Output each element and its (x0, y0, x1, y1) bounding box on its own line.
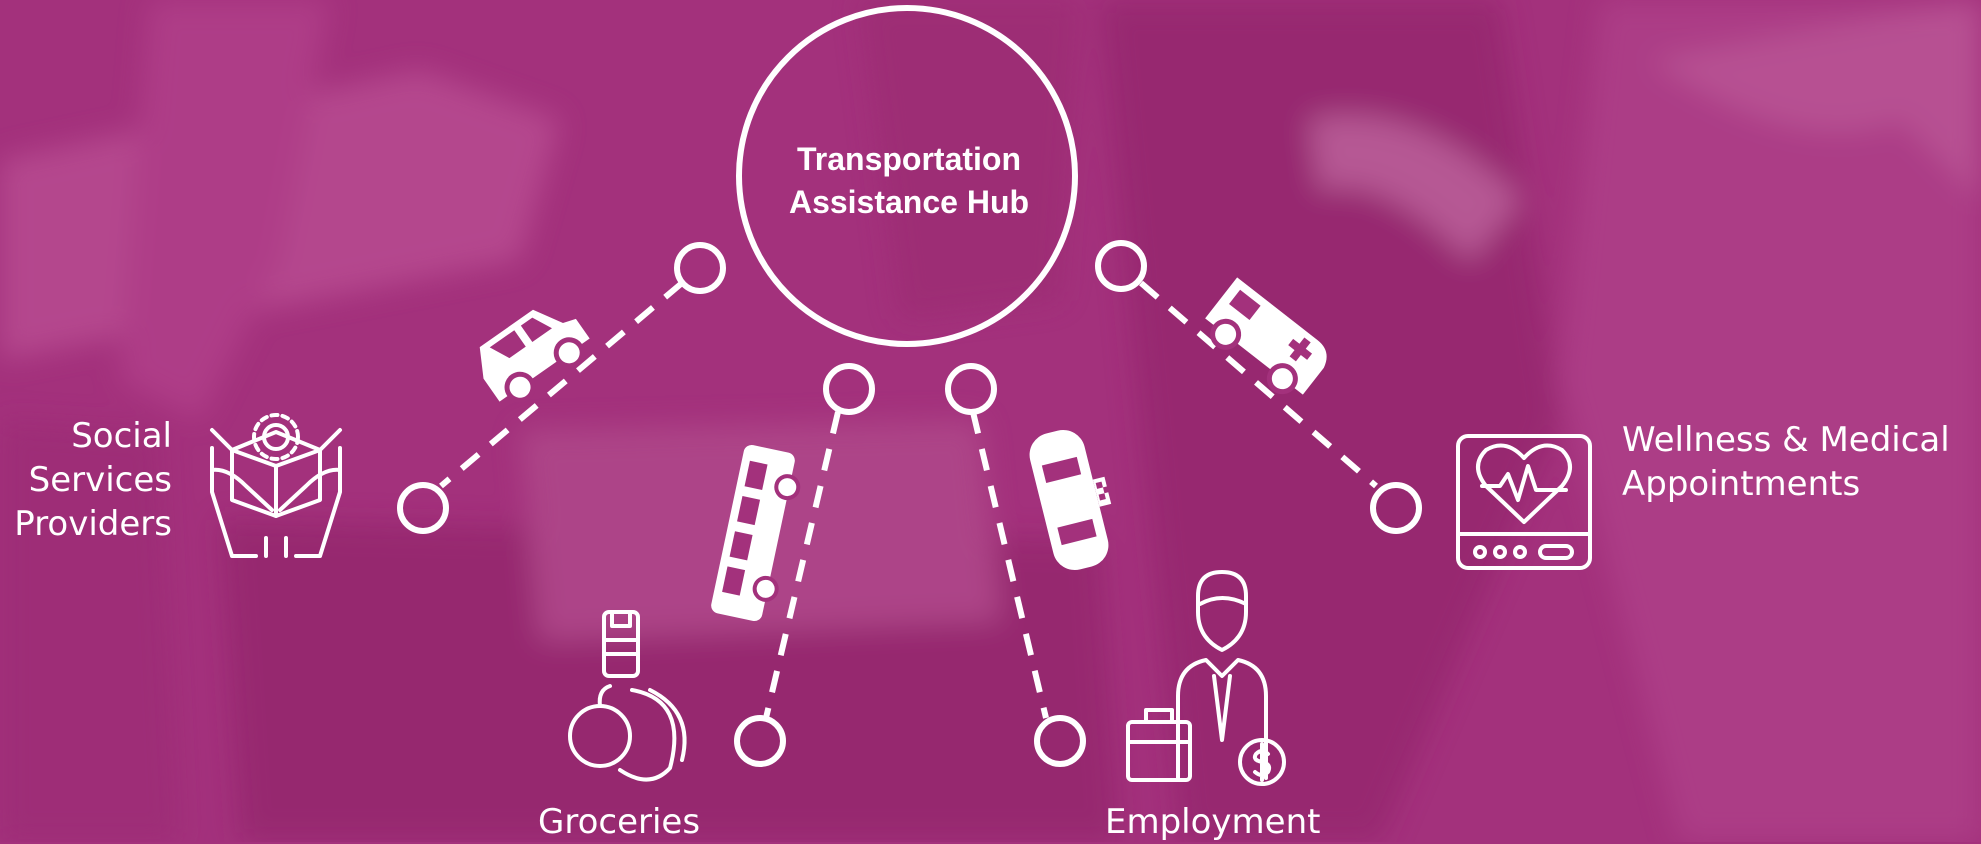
heart-monitor-icon (1456, 434, 1592, 570)
node-dot-wellness-top (1095, 240, 1147, 292)
hub-title-line2: Assistance Hub (788, 184, 1030, 220)
node-dot-groceries-top (823, 363, 875, 415)
hub-title: Transportation Assistance Hub (734, 138, 1084, 224)
node-dot-social-bottom (397, 482, 449, 534)
label-wellness-line2: Appointments (1622, 464, 1861, 504)
label-social-line2: Services (28, 460, 172, 500)
car-icon (479, 309, 590, 403)
node-dot-employment-top (945, 363, 997, 415)
connector-wellness (1139, 280, 1378, 489)
bus-icon (711, 444, 801, 622)
node-dot-groceries-bottom (734, 715, 786, 767)
label-wellness: Wellness & Medical Appointments (1622, 418, 1950, 506)
label-groceries: Groceries (538, 802, 701, 842)
connector-groceries (763, 411, 841, 719)
label-wellness-line1: Wellness & Medical (1622, 420, 1950, 460)
label-social-line1: Social (71, 416, 172, 456)
label-employment: Employment (1105, 802, 1321, 842)
care-package-icon (210, 413, 342, 558)
taxi-icon (1029, 429, 1112, 571)
groceries-icon (568, 610, 687, 782)
node-dot-employment-bottom (1034, 715, 1086, 767)
connector-employment (970, 411, 1049, 719)
ambulance-icon (1205, 277, 1327, 395)
label-social-services: Social Services Providers (0, 414, 172, 546)
node-dot-wellness-bottom (1370, 482, 1422, 534)
node-dot-social-top (674, 242, 726, 294)
label-social-line3: Providers (14, 504, 172, 544)
hub-title-line1: Transportation (796, 141, 1021, 177)
employment-icon (1126, 570, 1286, 786)
hub-circle (736, 5, 1078, 347)
connector-social (439, 280, 684, 489)
